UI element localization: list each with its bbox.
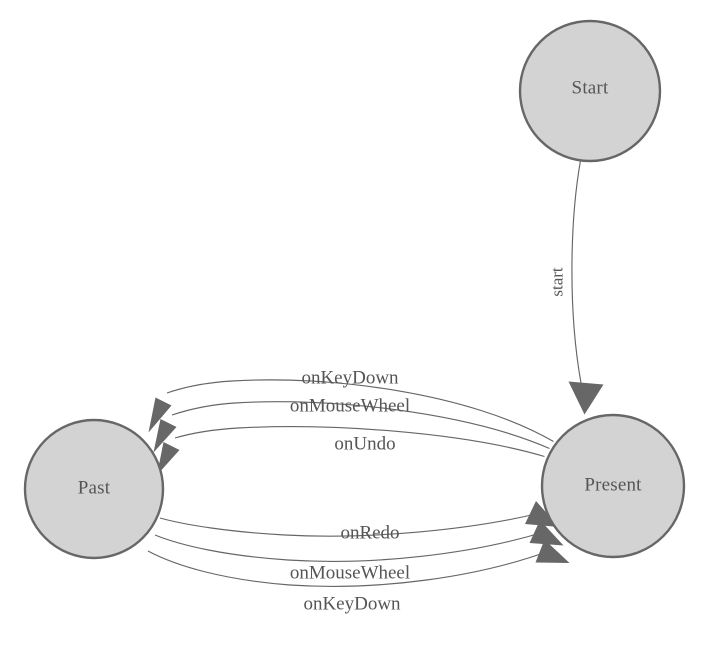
node-past-label: Past	[78, 478, 111, 499]
edge-present-to-past-onkeydown-path	[166, 379, 554, 442]
node-start-circle	[518, 19, 662, 163]
edge-past-to-present-onmousewheel-label: onMouseWheel	[290, 563, 410, 584]
edge-past-to-present-onmousewheel[interactable]: onMouseWheel	[154, 520, 564, 584]
edge-past-to-present-onmousewheel-path	[154, 531, 545, 562]
edge-start-to-present-path	[571, 160, 582, 384]
edge-past-to-present-onredo-path	[159, 512, 541, 537]
edge-present-to-past-onkeydown-arrowhead	[148, 397, 172, 433]
edge-past-to-present-onkeydown-path	[147, 550, 550, 587]
edge-present-to-past-onundo-path	[174, 426, 545, 458]
edge-present-to-past-onkeydown[interactable]: onKeyDown	[148, 368, 554, 442]
edge-start-to-present-arrowhead	[568, 381, 604, 415]
edge-present-to-past-onmousewheel-path	[171, 401, 550, 450]
node-past-circle	[23, 418, 165, 560]
edge-present-to-past-onkeydown-label: onKeyDown	[301, 368, 399, 389]
edge-past-to-present-onkeydown-label: onKeyDown	[303, 594, 401, 615]
edge-past-to-present-onkeydown[interactable]: onKeyDown	[147, 539, 570, 615]
edge-present-to-past-onundo-label: onUndo	[334, 434, 395, 455]
edge-past-to-present-onredo-label: onRedo	[340, 523, 399, 544]
edge-past-to-present-onredo[interactable]: onRedo	[159, 501, 559, 544]
node-present-label: Present	[584, 475, 642, 496]
node-past[interactable]: Past	[23, 418, 165, 560]
edge-start-to-present-label: start	[548, 267, 567, 297]
node-start-label: Start	[572, 78, 609, 99]
edge-present-to-past-onundo[interactable]: onUndo	[157, 426, 545, 475]
edge-past-to-present-onkeydown-arrowhead	[535, 539, 570, 563]
node-start[interactable]: Start	[518, 19, 662, 163]
edge-present-to-past-onmousewheel-arrowhead	[153, 419, 177, 453]
node-present[interactable]: Present	[540, 413, 686, 559]
edge-past-to-present-onmousewheel-arrowhead	[529, 520, 564, 546]
edge-start-to-present[interactable]: start	[548, 160, 604, 415]
node-present-circle	[540, 413, 686, 559]
edge-present-to-past-onmousewheel-label: onMouseWheel	[290, 396, 410, 417]
edge-present-to-past-onundo-arrowhead	[157, 442, 180, 475]
edge-present-to-past-onmousewheel[interactable]: onMouseWheel	[153, 396, 550, 453]
